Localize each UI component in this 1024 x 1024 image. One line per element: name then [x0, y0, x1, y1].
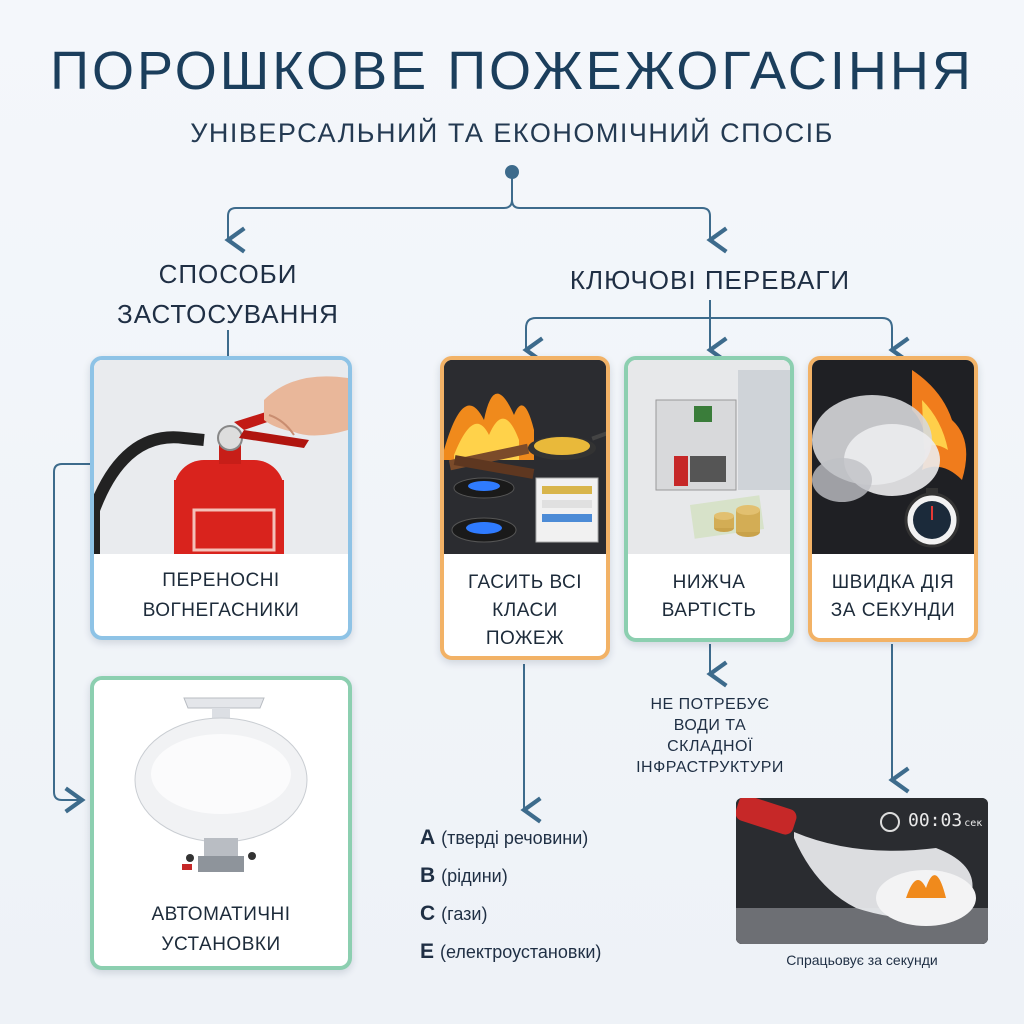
no-water-line3: СКЛАДНОЇ [667, 738, 753, 755]
discharge-caption: Спрацьовує за секунди [786, 952, 938, 968]
fast-action-line2: ЗА СЕКУНДИ [830, 600, 956, 621]
card-portable-extinguishers[interactable]: ПЕРЕНОСНІ ВОГНЕГАСНИКИ [90, 356, 352, 640]
card-automatic-installations[interactable]: АВТОМАТИЧНІ УСТАНОВКИ [90, 676, 352, 970]
page-title: ПОРОШКОВЕ ПОЖЕЖОГАСІННЯ [50, 41, 974, 101]
all-classes-line2: КЛАСИ [492, 600, 558, 621]
fire-class-letter: B [420, 864, 436, 887]
fire-class-desc: (гази) [441, 904, 488, 924]
methods-heading: СПОСОБИ ЗАСТОСУВАННЯ [88, 256, 368, 332]
fire-class-a: A(тверді речовини) [420, 826, 710, 864]
methods-heading-line2: ЗАСТОСУВАННЯ [117, 299, 339, 329]
fire-classes-list: A(тверді речовини) B(рідини) C(гази) E(е… [420, 826, 710, 978]
automatic-label: АВТОМАТИЧНІ УСТАНОВКИ [94, 902, 348, 958]
fire-class-letter: C [420, 902, 436, 925]
lower-cost-line1: НИЖЧА [672, 572, 746, 593]
extinguisher-image [94, 360, 348, 554]
methods-heading-line1: СПОСОБИ [158, 259, 298, 289]
fire-class-letter: A [420, 826, 436, 849]
no-water-line1: НЕ ПОТРЕБУЄ [650, 696, 770, 713]
fire-class-desc: (тверді речовини) [441, 828, 589, 848]
timer-value: 00:03 [908, 810, 963, 831]
card-lower-cost[interactable]: НИЖЧА ВАРТІСТЬ [624, 356, 794, 642]
fast-action-image [812, 360, 974, 554]
automatic-label-line1: АВТОМАТИЧНІ [151, 904, 291, 925]
lower-cost-label: НИЖЧА ВАРТІСТЬ [628, 570, 790, 624]
fire-class-e: E(електроустановки) [420, 940, 710, 978]
cost-image [628, 360, 790, 554]
card-fast-action[interactable]: ШВИДКА ДІЯ ЗА СЕКУНДИ [808, 356, 978, 642]
lower-cost-line2: ВАРТІСТЬ [661, 600, 757, 621]
portable-label-line1: ПЕРЕНОСНІ [162, 570, 280, 591]
fire-class-letter: E [420, 940, 435, 963]
no-water-note: НЕ ПОТРЕБУЄ ВОДИ ТА СКЛАДНОЇ ІНФРАСТРУКТ… [600, 694, 820, 778]
no-water-line2: ВОДИ ТА [673, 717, 747, 734]
portable-label: ПЕРЕНОСНІ ВОГНЕГАСНИКИ [94, 568, 348, 624]
fire-class-b: B(рідини) [420, 864, 710, 902]
all-classes-line3: ПОЖЕЖ [485, 628, 565, 649]
fire-sources-image [444, 360, 606, 554]
timer-unit: сек [964, 818, 983, 829]
fire-class-desc: (електроустановки) [440, 942, 602, 962]
automatic-module-image [94, 680, 348, 884]
fast-action-label: ШВИДКА ДІЯ ЗА СЕКУНДИ [812, 570, 974, 624]
fast-action-line1: ШВИДКА ДІЯ [831, 572, 955, 593]
automatic-label-line2: УСТАНОВКИ [161, 934, 281, 955]
fire-class-c: C(гази) [420, 902, 710, 940]
fire-class-desc: (рідини) [441, 866, 508, 886]
card-all-fire-classes[interactable]: ГАСИТЬ ВСІ КЛАСИ ПОЖЕЖ [440, 356, 610, 660]
all-classes-label: ГАСИТЬ ВСІ КЛАСИ ПОЖЕЖ [444, 570, 606, 652]
all-classes-line1: ГАСИТЬ ВСІ [467, 572, 583, 593]
advantages-heading: КЛЮЧОВІ ПЕРЕВАГИ [569, 265, 851, 295]
portable-label-line2: ВОГНЕГАСНИКИ [142, 600, 300, 621]
page-subtitle: УНІВЕРСАЛЬНИЙ ТА ЕКОНОМІЧНИЙ СПОСІБ [190, 118, 834, 148]
no-water-line4: ІНФРАСТРУКТУРИ [636, 759, 784, 776]
